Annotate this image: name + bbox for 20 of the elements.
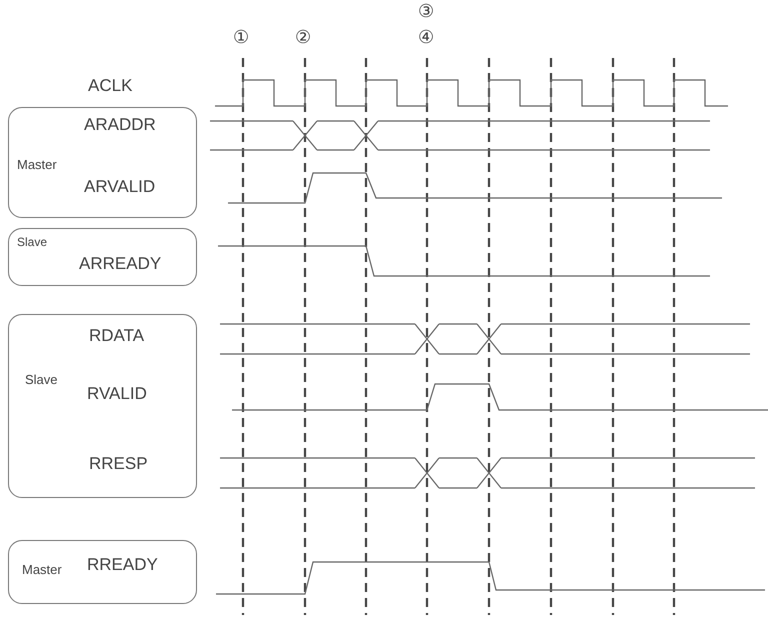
step-number: ④ (418, 28, 434, 48)
group-label: Master (17, 158, 57, 172)
signal-name: ARREADY (79, 255, 162, 274)
signal-name: RREADY (87, 556, 158, 575)
signal-name: ARVALID (84, 178, 156, 197)
signal-name: RVALID (87, 385, 147, 404)
signal-name: ARADDR (84, 116, 156, 135)
step-number: ② (295, 28, 311, 48)
group-label: Slave (17, 236, 48, 250)
signal-group-box (8, 228, 197, 286)
signal-group-box (8, 540, 197, 604)
signal-group-box (8, 107, 197, 218)
signal-name: RDATA (89, 327, 144, 346)
group-label: Master (22, 563, 62, 578)
group-label: Slave (25, 373, 58, 388)
signal-group-box (8, 314, 197, 498)
step-number: ① (233, 28, 249, 48)
signal-name: RRESP (89, 455, 148, 474)
clock-signal-name: ACLK (88, 77, 132, 96)
step-number: ③ (418, 2, 434, 22)
